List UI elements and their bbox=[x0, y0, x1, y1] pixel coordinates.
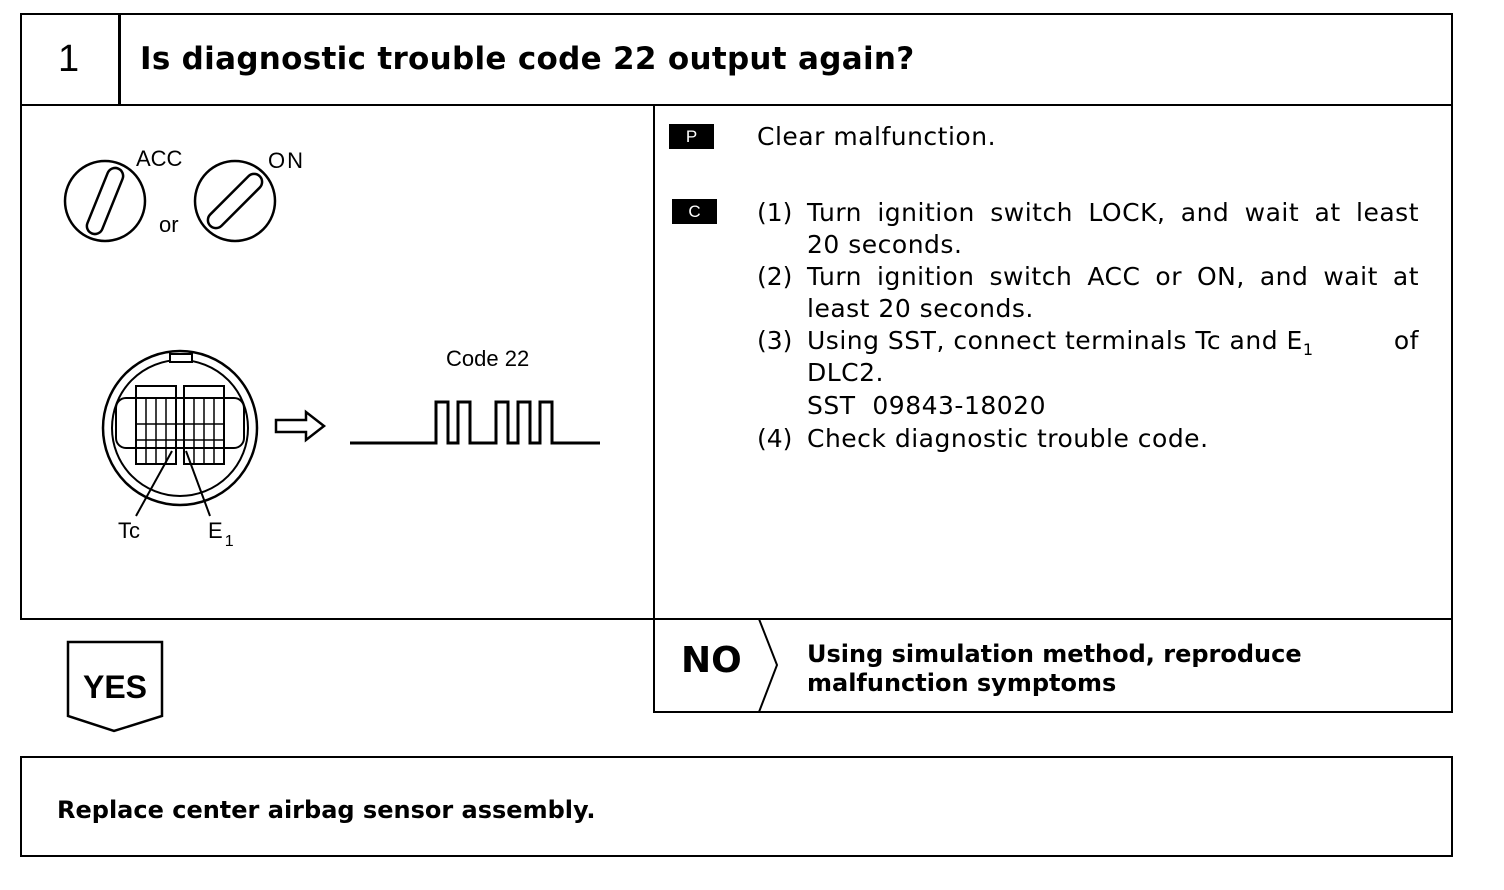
yes-label: YES bbox=[83, 669, 147, 705]
or-label: or bbox=[159, 212, 179, 237]
on-label: ON bbox=[268, 148, 305, 173]
yes-badge: YES bbox=[66, 640, 164, 733]
acc-switch-icon bbox=[63, 159, 147, 243]
step-3-line-3: SST 09843-18020 bbox=[807, 391, 1046, 420]
no-panel bbox=[653, 618, 1453, 713]
step-question: Is diagnostic trouble code 22 output aga… bbox=[140, 41, 915, 77]
step-3-subscript: 1 bbox=[1302, 340, 1314, 359]
no-text-line-1: Using simulation method, reproduce bbox=[807, 640, 1302, 668]
no-chevron bbox=[758, 619, 779, 712]
step-3-suffix: of bbox=[1393, 326, 1419, 355]
step-3-text: Using SST, connect terminals Tc and E bbox=[807, 326, 1303, 355]
p-tag: P bbox=[669, 124, 714, 149]
p-text: Clear malfunction. bbox=[757, 122, 997, 151]
step-3-line-1: Using SST, connect terminals Tc and E1 o… bbox=[807, 326, 1419, 359]
result-panel bbox=[20, 756, 1453, 857]
step-2-number: (2) bbox=[757, 262, 793, 291]
step-2-line-2: least 20 seconds. bbox=[807, 294, 1034, 323]
step-4-number: (4) bbox=[757, 424, 793, 453]
content-divider bbox=[653, 104, 655, 712]
step-3-number: (3) bbox=[757, 326, 793, 355]
on-switch-icon bbox=[193, 159, 277, 243]
step-1-line-2: 20 seconds. bbox=[807, 230, 963, 259]
arrow-right-icon bbox=[274, 409, 327, 443]
step-3-line-2: DLC2. bbox=[807, 358, 884, 387]
result-text: Replace center airbag sensor assembly. bbox=[57, 796, 596, 824]
dlc-connector-icon bbox=[101, 349, 259, 517]
acc-label: ACC bbox=[136, 146, 183, 171]
code-22-waveform bbox=[350, 400, 600, 445]
step-2-line-1: Turn ignition switch ACC or ON, and wait… bbox=[807, 262, 1419, 291]
step-number: 1 bbox=[58, 38, 80, 80]
step-1-number: (1) bbox=[757, 198, 793, 227]
c-tag: C bbox=[672, 199, 717, 224]
tc-label: Tc bbox=[118, 518, 140, 543]
no-text-line-2: malfunction symptoms bbox=[807, 669, 1117, 697]
step-1-line-1: Turn ignition switch LOCK, and wait at l… bbox=[807, 198, 1419, 227]
step-4-line-1: Check diagnostic trouble code. bbox=[807, 424, 1209, 453]
no-label: NO bbox=[681, 640, 742, 681]
e1-subscript: 1 bbox=[225, 533, 234, 550]
code-label: Code 22 bbox=[446, 346, 529, 371]
